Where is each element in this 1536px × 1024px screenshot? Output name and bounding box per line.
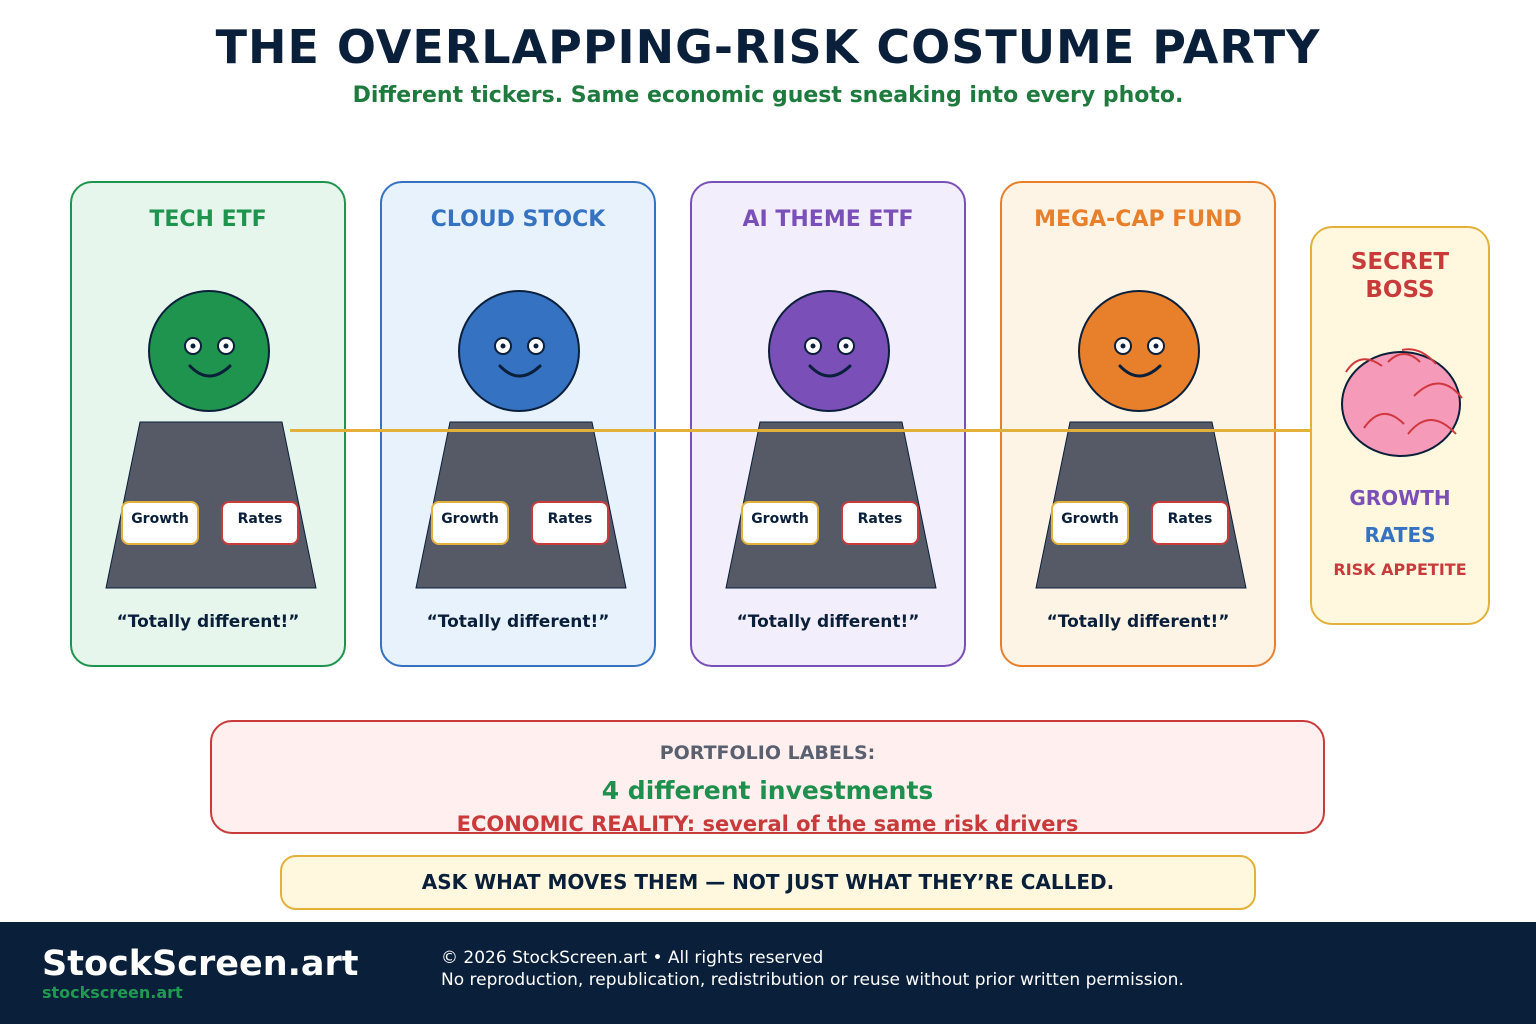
investment-card-cloud-stock: CLOUD STOCK Growth Rates “Totally differ… <box>380 181 656 667</box>
rates-tag: Rates <box>531 501 609 545</box>
investment-count: 4 different investments <box>601 776 934 805</box>
brand-url: stockscreen.art <box>42 983 183 1002</box>
permission-notice: No reproduction, republication, redistri… <box>441 970 1184 990</box>
growth-tag: Growth <box>121 501 199 545</box>
call-to-action-banner: ASK WHAT MOVES THEM — NOT JUST WHAT THEY… <box>280 855 1256 910</box>
growth-tag: Growth <box>431 501 509 545</box>
driver-growth: GROWTH <box>1349 486 1451 510</box>
character-head <box>458 290 580 412</box>
smiley-face-icon <box>184 337 235 378</box>
growth-tag: Growth <box>1051 501 1129 545</box>
character-body <box>1035 421 1247 589</box>
character-head <box>1078 290 1200 412</box>
secret-boss-title: SECRET BOSS <box>1312 248 1488 304</box>
brand-logo: StockScreen.art <box>42 944 359 984</box>
character-head <box>768 290 890 412</box>
investment-card-ai-theme-etf: AI THEME ETF Growth Rates “Totally diffe… <box>690 181 966 667</box>
page-title: THE OVERLAPPING-RISK COSTUME PARTY <box>215 20 1321 74</box>
character-quote: “Totally different!” <box>1046 612 1230 632</box>
character-body <box>725 421 937 589</box>
driver-rates: RATES <box>1364 523 1436 547</box>
investment-name: CLOUD STOCK <box>430 207 606 232</box>
shared-risk-line <box>290 429 1312 432</box>
copyright-text: © 2026 StockScreen.art • All rights rese… <box>441 948 824 968</box>
portfolio-reality-panel: PORTFOLIO LABELS: 4 different investment… <box>210 720 1325 836</box>
smiley-face-icon <box>804 337 855 378</box>
character-body <box>105 421 317 589</box>
character-head <box>148 290 270 412</box>
investment-name: MEGA-CAP FUND <box>1034 207 1242 232</box>
page-subtitle: Different tickers. Same economic guest s… <box>352 83 1184 108</box>
brain-icon <box>1341 348 1463 457</box>
portfolio-labels-heading: PORTFOLIO LABELS: <box>659 742 876 764</box>
rates-tag: Rates <box>841 501 919 545</box>
secret-boss-title-line2: BOSS <box>1365 277 1435 303</box>
secret-boss-card: SECRET BOSS GROWTH RATES RISK APPETITE <box>1310 226 1490 625</box>
investment-card-mega-cap-fund: MEGA-CAP FUND Growth Rates “Totally diff… <box>1000 181 1276 667</box>
driver-risk-appetite: RISK APPETITE <box>1333 560 1467 579</box>
smiley-face-icon <box>1114 337 1165 378</box>
character-quote: “Totally different!” <box>736 612 920 632</box>
investment-name: AI THEME ETF <box>742 207 914 232</box>
footer: StockScreen.art stockscreen.art © 2026 S… <box>0 922 1536 1024</box>
character-quote: “Totally different!” <box>426 612 610 632</box>
economic-reality-text: ECONOMIC REALITY: several of the same ri… <box>456 812 1079 836</box>
investment-card-tech-etf: TECH ETF Growth Rates “Totally different… <box>70 181 346 667</box>
growth-tag: Growth <box>741 501 819 545</box>
secret-boss-title-line1: SECRET <box>1350 249 1450 275</box>
character-quote: “Totally different!” <box>116 612 300 632</box>
rates-tag: Rates <box>221 501 299 545</box>
character-body <box>415 421 627 589</box>
smiley-face-icon <box>494 337 545 378</box>
investment-name: TECH ETF <box>149 207 267 232</box>
rates-tag: Rates <box>1151 501 1229 545</box>
